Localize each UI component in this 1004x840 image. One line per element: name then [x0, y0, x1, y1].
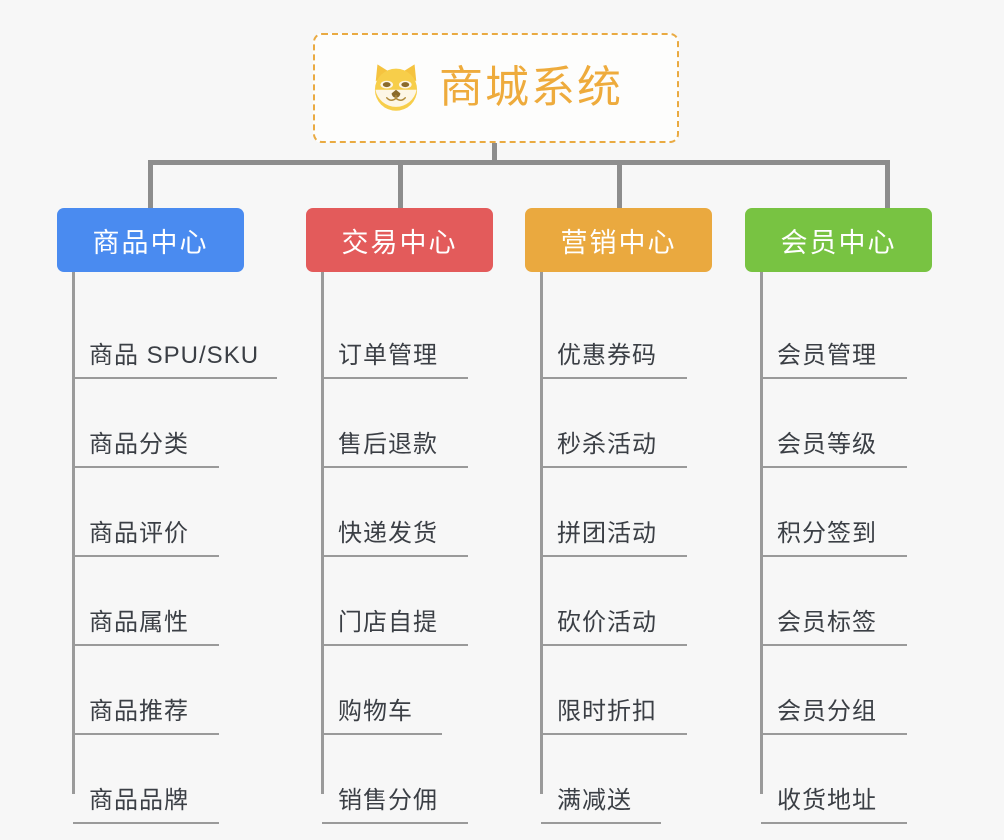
root-node[interactable]: 商城系统	[313, 33, 679, 143]
feature-item-label: 拼团活动	[557, 520, 657, 547]
feature-item[interactable]: 商品品牌	[57, 735, 244, 824]
feature-item-rule	[541, 733, 687, 735]
category-header-product-center[interactable]: 商品中心	[57, 208, 244, 272]
feature-item-label: 门店自提	[338, 609, 438, 636]
feature-item[interactable]: 限时折扣	[525, 646, 712, 735]
feature-item-label: 秒杀活动	[557, 431, 657, 458]
feature-item[interactable]: 售后退款	[306, 379, 493, 468]
feature-item[interactable]: 商品评价	[57, 468, 244, 557]
feature-item[interactable]: 订单管理	[306, 290, 493, 379]
feature-item-label: 会员管理	[777, 342, 877, 369]
category-header-label: 会员中心	[780, 227, 897, 258]
category-column-member-center: 会员中心会员管理会员等级积分签到会员标签会员分组收货地址	[745, 208, 932, 824]
feature-item-label: 商品分类	[89, 431, 189, 458]
feature-item[interactable]: 会员等级	[745, 379, 932, 468]
feature-list-member-center: 会员管理会员等级积分签到会员标签会员分组收货地址	[745, 272, 932, 824]
feature-item-label: 销售分佣	[338, 787, 438, 814]
feature-item-label: 售后退款	[338, 431, 438, 458]
category-column-trade-center: 交易中心订单管理售后退款快递发货门店自提购物车销售分佣	[306, 208, 493, 824]
feature-item-label: 积分签到	[777, 520, 877, 547]
feature-item-label: 满减送	[557, 787, 632, 814]
feature-item-rule	[761, 822, 907, 824]
drop-line-0	[148, 160, 153, 208]
feature-item[interactable]: 快递发货	[306, 468, 493, 557]
feature-item[interactable]: 会员管理	[745, 290, 932, 379]
feature-item-rule	[541, 555, 687, 557]
root-title: 商城系统	[439, 63, 623, 112]
feature-item-label: 会员标签	[777, 609, 877, 636]
feature-item-label: 订单管理	[338, 342, 438, 369]
feature-item-rule	[322, 377, 468, 379]
category-column-product-center: 商品中心商品 SPU/SKU 商品分类商品评价商品属性商品推荐商品品牌	[57, 208, 277, 824]
feature-item-label: 限时折扣	[557, 698, 657, 725]
feature-item-rule	[322, 822, 468, 824]
category-header-trade-center[interactable]: 交易中心	[306, 208, 493, 272]
feature-item-label: 商品 SPU/SKU	[89, 342, 260, 369]
feature-item[interactable]: 会员分组	[745, 646, 932, 735]
feature-item[interactable]: 收货地址	[745, 735, 932, 824]
feature-item-label: 商品评价	[89, 520, 189, 547]
category-header-label: 商品中心	[92, 227, 209, 258]
feature-item[interactable]: 拼团活动	[525, 468, 712, 557]
feature-item-label: 收货地址	[777, 787, 877, 814]
feature-item-rule	[322, 555, 468, 557]
feature-item[interactable]: 优惠券码	[525, 290, 712, 379]
feature-item[interactable]: 砍价活动	[525, 557, 712, 646]
feature-item-rule	[73, 555, 219, 557]
feature-item-label: 会员分组	[777, 698, 877, 725]
feature-item[interactable]: 商品属性	[57, 557, 244, 646]
feature-list-trade-center: 订单管理售后退款快递发货门店自提购物车销售分佣	[306, 272, 493, 824]
feature-item-rule	[761, 733, 907, 735]
feature-item-rule	[73, 644, 219, 646]
feature-item[interactable]: 会员标签	[745, 557, 932, 646]
shiba-dog-icon	[374, 64, 418, 111]
feature-item[interactable]: 商品分类	[57, 379, 244, 468]
feature-item-rule	[761, 466, 907, 468]
feature-item-rule	[322, 733, 442, 735]
feature-list-product-center: 商品 SPU/SKU 商品分类商品评价商品属性商品推荐商品品牌	[57, 272, 277, 824]
feature-item-rule	[761, 555, 907, 557]
category-header-member-center[interactable]: 会员中心	[745, 208, 932, 272]
feature-item-label: 商品推荐	[89, 698, 189, 725]
root-stem	[492, 143, 497, 162]
feature-item-rule	[761, 644, 907, 646]
feature-item-label: 砍价活动	[557, 609, 657, 636]
feature-item-rule	[541, 377, 687, 379]
drop-line-2	[617, 160, 622, 208]
feature-list-marketing-center: 优惠券码秒杀活动拼团活动砍价活动限时折扣满减送	[525, 272, 712, 824]
feature-item-rule	[322, 466, 468, 468]
feature-item-label: 商品品牌	[89, 787, 189, 814]
category-column-marketing-center: 营销中心优惠券码秒杀活动拼团活动砍价活动限时折扣满减送	[525, 208, 712, 824]
feature-item-rule	[73, 377, 277, 379]
feature-item-label: 快递发货	[338, 520, 438, 547]
feature-item-label: 购物车	[338, 698, 413, 725]
feature-item-rule	[761, 377, 907, 379]
feature-item-rule	[73, 466, 219, 468]
feature-item-label: 商品属性	[89, 609, 189, 636]
feature-item-rule	[73, 822, 219, 824]
feature-item-rule	[541, 644, 687, 646]
feature-item[interactable]: 购物车	[306, 646, 493, 735]
category-header-label: 营销中心	[560, 227, 677, 258]
drop-line-3	[885, 160, 890, 208]
feature-item[interactable]: 销售分佣	[306, 735, 493, 824]
feature-item[interactable]: 秒杀活动	[525, 379, 712, 468]
category-header-marketing-center[interactable]: 营销中心	[525, 208, 712, 272]
feature-item-label: 会员等级	[777, 431, 877, 458]
feature-item-rule	[541, 466, 687, 468]
feature-item-rule	[541, 822, 661, 824]
feature-item[interactable]: 积分签到	[745, 468, 932, 557]
feature-item[interactable]: 商品 SPU/SKU	[57, 290, 277, 379]
drop-line-1	[398, 160, 403, 208]
feature-item[interactable]: 满减送	[525, 735, 712, 824]
feature-item-rule	[322, 644, 468, 646]
horizontal-bus	[148, 160, 890, 165]
feature-item-rule	[73, 733, 219, 735]
category-header-label: 交易中心	[341, 227, 458, 258]
feature-item[interactable]: 商品推荐	[57, 646, 244, 735]
feature-item-label: 优惠券码	[557, 342, 657, 369]
feature-item[interactable]: 门店自提	[306, 557, 493, 646]
